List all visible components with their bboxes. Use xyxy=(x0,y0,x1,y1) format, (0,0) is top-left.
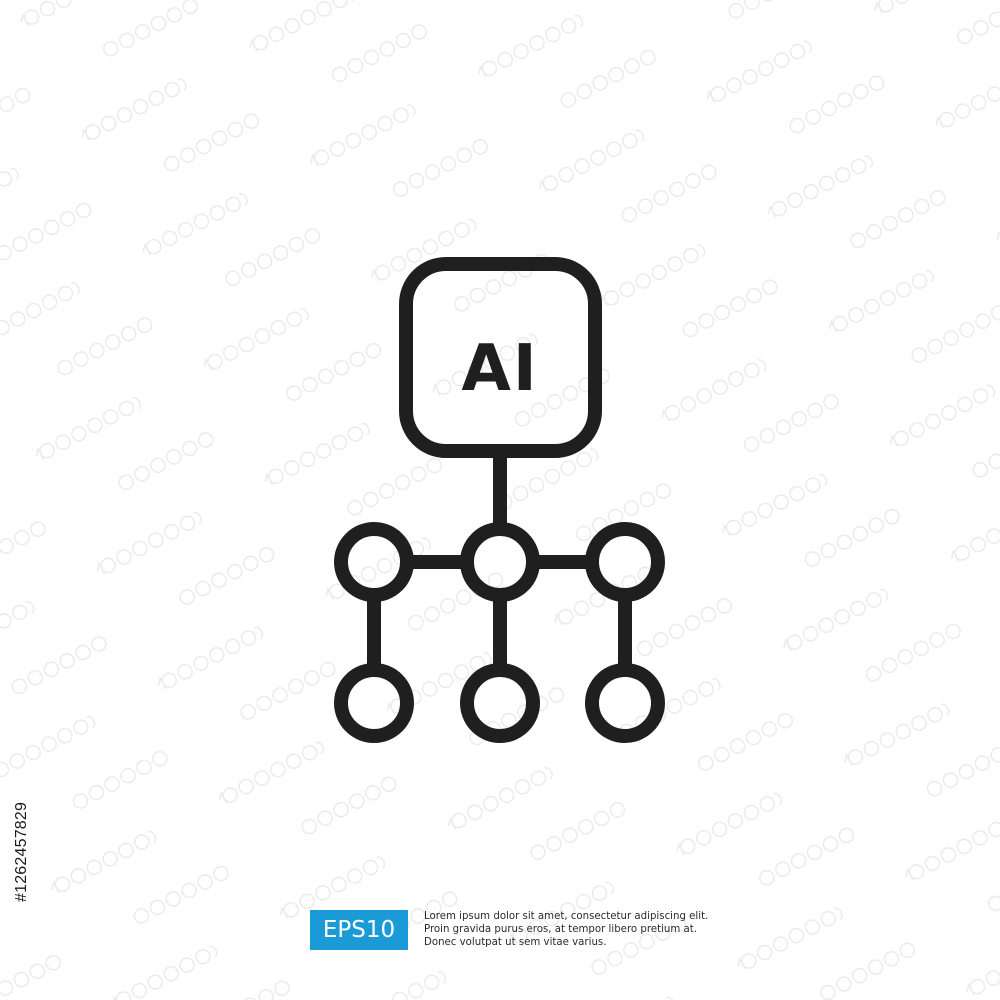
node-bottom-left xyxy=(334,663,414,743)
ai-label: AI xyxy=(461,332,538,406)
eps-description-line-2: Proin gravida purus eros, at tempor libe… xyxy=(424,924,697,935)
eps-description: Lorem ipsum dolor sit amet, consectetur … xyxy=(424,910,754,952)
eps-description-line-1: Lorem ipsum dolor sit amet, consectetur … xyxy=(424,911,709,922)
eps-badge: EPS10 xyxy=(310,910,408,950)
node-bottom-right xyxy=(585,663,665,743)
node-top-right xyxy=(585,522,665,602)
node-bottom-center xyxy=(460,663,540,743)
node-top-center xyxy=(460,522,540,602)
node-top-left xyxy=(334,522,414,602)
eps-description-line-3: Donec volutpat ut sem vitae varius. xyxy=(424,937,607,948)
stock-id-text: #1262457829 xyxy=(13,801,30,902)
